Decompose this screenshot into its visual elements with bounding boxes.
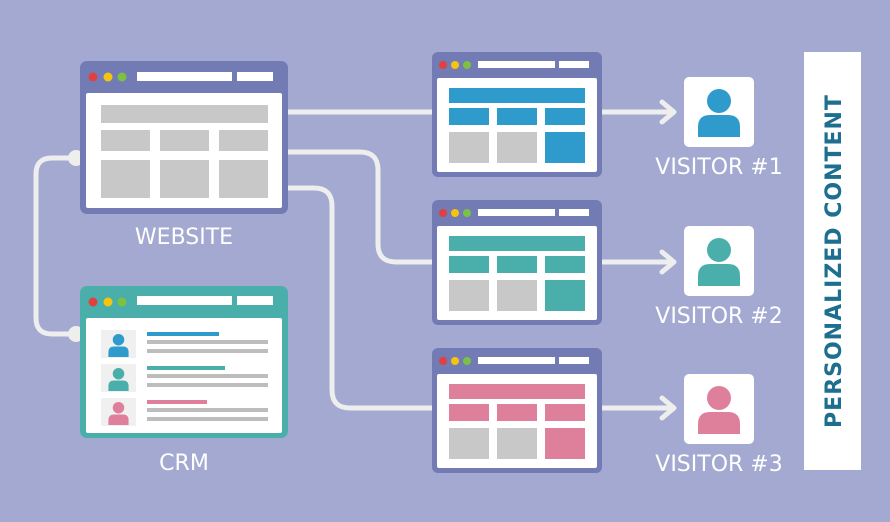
close-dot-icon <box>88 297 98 307</box>
crm-window <box>80 286 288 438</box>
connector-website-visitor2 <box>285 149 435 265</box>
crm-label: CRM <box>159 451 209 476</box>
address-bar <box>137 72 232 81</box>
search-bar <box>237 296 273 305</box>
minimize-dot-icon <box>451 61 459 69</box>
connector-website-visitor3 <box>285 185 435 411</box>
address-bar <box>137 296 232 305</box>
arrow-visitor3 <box>599 395 677 421</box>
connectors <box>33 99 677 421</box>
minimize-dot-icon <box>451 209 459 217</box>
user-icon <box>698 386 740 434</box>
visitor-label: VISITOR #3 <box>655 452 782 477</box>
close-dot-icon <box>88 72 98 82</box>
maximize-dot-icon <box>463 61 471 69</box>
user-icon <box>698 238 740 286</box>
maximize-dot-icon <box>117 297 127 307</box>
close-dot-icon <box>439 61 447 69</box>
crm-contact-row <box>101 330 268 358</box>
crm-contact-row <box>101 364 268 392</box>
visitor-3 <box>684 374 754 444</box>
user-icon <box>698 89 740 137</box>
header-block <box>101 105 268 123</box>
visitor-1 <box>684 77 754 147</box>
personalized-content-label: PERSONALIZED CONTENT <box>822 94 847 428</box>
contact-name-bar <box>147 366 225 370</box>
close-dot-icon <box>439 209 447 217</box>
maximize-dot-icon <box>463 209 471 217</box>
minimize-dot-icon <box>103 72 113 82</box>
maximize-dot-icon <box>463 357 471 365</box>
contact-name-bar <box>147 332 219 336</box>
visitor-2 <box>684 226 754 296</box>
visitor-label: VISITOR #2 <box>655 304 782 329</box>
maximize-dot-icon <box>117 72 127 82</box>
website-window <box>80 61 288 214</box>
personalized-content-panel: PERSONALIZED CONTENT <box>804 52 861 470</box>
arrow-visitor2 <box>599 249 677 275</box>
arrow-visitor1 <box>599 99 677 125</box>
minimize-dot-icon <box>451 357 459 365</box>
connector-website-crm <box>33 155 81 337</box>
contact-name-bar <box>147 400 207 404</box>
minimize-dot-icon <box>103 297 113 307</box>
user-icon <box>108 401 129 425</box>
user-icon <box>108 367 129 391</box>
user-icon <box>108 333 129 357</box>
personalized-page-2 <box>432 200 602 325</box>
search-bar <box>237 72 273 81</box>
personalized-page-1 <box>432 52 602 177</box>
close-dot-icon <box>439 357 447 365</box>
website-label: WEBSITE <box>135 225 233 250</box>
personalized-page-3 <box>432 348 602 473</box>
visitor-label: VISITOR #1 <box>655 155 782 180</box>
crm-contact-row <box>101 398 268 426</box>
